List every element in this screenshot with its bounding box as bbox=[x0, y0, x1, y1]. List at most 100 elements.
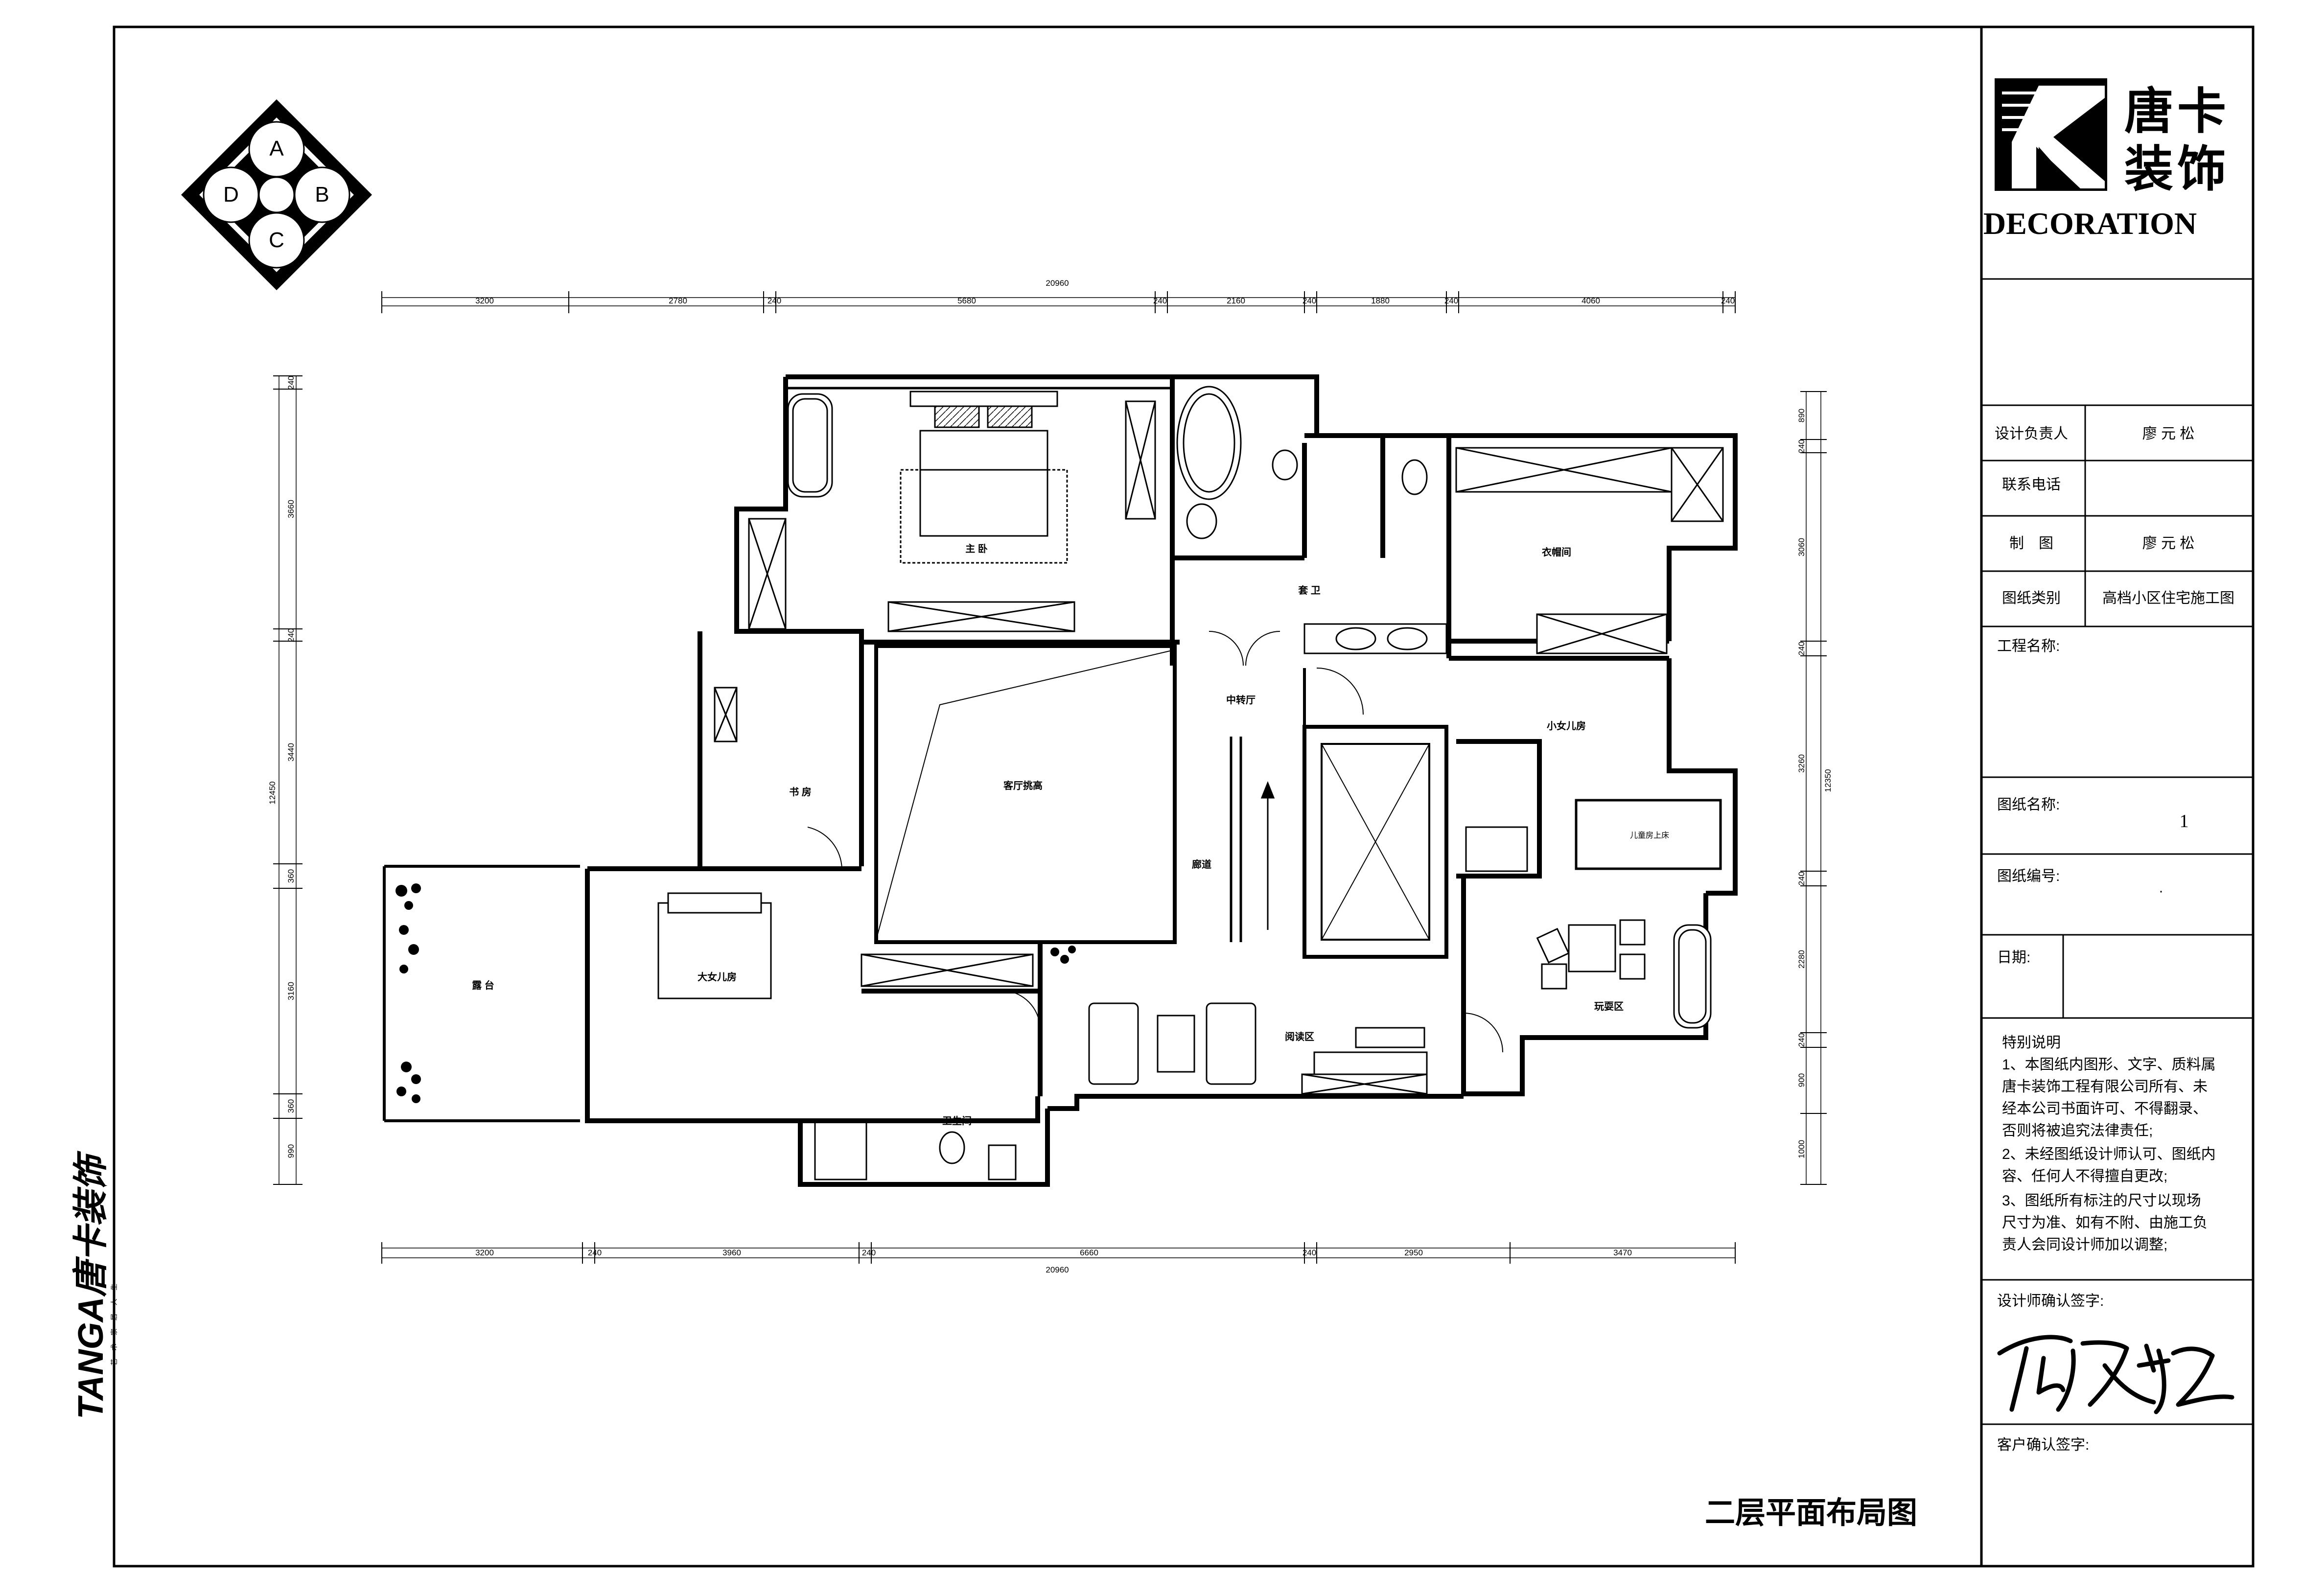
dim-left-4: 3440 bbox=[286, 743, 296, 762]
dim-bottom-2: 240 bbox=[588, 1248, 602, 1257]
compass-label-b: B bbox=[315, 183, 329, 207]
dim-right-3: 3060 bbox=[1797, 538, 1806, 556]
dim-top-9: 240 bbox=[1444, 296, 1458, 305]
designer-label: 设计负责人 bbox=[1995, 426, 2068, 442]
dim-top-8: 1880 bbox=[1371, 296, 1390, 305]
designer-value: 廖 元 松 bbox=[2142, 426, 2195, 442]
dim-right-total: 12350 bbox=[1823, 769, 1833, 792]
dim-top-2: 2780 bbox=[669, 296, 687, 305]
note-line-5: 2、未经图纸设计师认可、图纸内 bbox=[2002, 1146, 2216, 1162]
compass-label-d: D bbox=[223, 183, 239, 207]
category-value: 高档小区住宅施工图 bbox=[2102, 590, 2234, 606]
title-block bbox=[1981, 278, 2253, 1425]
terrace-plants bbox=[395, 883, 1076, 1103]
room-corridor: 廊道 bbox=[1192, 858, 1211, 870]
dim-bottom-5: 6660 bbox=[1080, 1248, 1098, 1257]
dim-top-total: 20960 bbox=[1046, 278, 1069, 288]
dim-top-3: 240 bbox=[768, 296, 781, 305]
drawing-name-label: 图纸名称: bbox=[1997, 797, 2060, 813]
drawing-no-value: · bbox=[2159, 883, 2163, 899]
sheet-border bbox=[113, 25, 2255, 1568]
room-toilet: 卫生间 bbox=[942, 1115, 972, 1127]
drawing-no-label: 图纸编号: bbox=[1997, 868, 2060, 884]
dim-left-1: 240 bbox=[286, 376, 296, 390]
side-brand: TANGA唐卡装饰 艺·术·家·居·人·生 bbox=[71, 1150, 118, 1419]
room-master: 主 卧 bbox=[965, 543, 988, 555]
room-kid-bed: 儿童房上床 bbox=[1630, 831, 1669, 840]
drawn-label: 制 图 bbox=[2009, 535, 2053, 552]
room-transfer: 中转厅 bbox=[1226, 694, 1256, 706]
side-brand-name: TANGA唐卡装饰 bbox=[71, 1150, 111, 1419]
dim-right-2: 240 bbox=[1797, 439, 1806, 453]
dim-bottom-7: 2950 bbox=[1404, 1248, 1423, 1257]
note-line-8: 尺寸为准、如有不附、由施工负 bbox=[2002, 1215, 2208, 1231]
void-roof-lines bbox=[876, 650, 1170, 940]
room-play: 玩耍区 bbox=[1594, 1001, 1624, 1012]
compass-label-a: A bbox=[269, 137, 284, 161]
room-living-high: 客厅挑高 bbox=[1003, 780, 1043, 791]
wardrobes bbox=[714, 400, 1724, 1095]
dim-left-3: 240 bbox=[286, 628, 296, 642]
dim-right-5: 3260 bbox=[1797, 754, 1806, 773]
phone-label: 联系电话 bbox=[2002, 477, 2061, 493]
dim-right-4: 240 bbox=[1797, 642, 1806, 655]
dim-bottom-4: 240 bbox=[862, 1248, 876, 1257]
play-table bbox=[1536, 919, 1646, 990]
note-line-6: 容、任何人不得擅自更改; bbox=[2002, 1168, 2167, 1184]
brand-logo: 唐卡 装饰 DECORATION bbox=[1983, 78, 2230, 241]
logo-word: DECORATION bbox=[1983, 206, 2197, 241]
dim-top-10: 4060 bbox=[1582, 296, 1600, 305]
logo-line1: 唐卡 bbox=[2124, 84, 2230, 139]
category-label: 图纸类别 bbox=[2002, 590, 2061, 606]
project-label: 工程名称: bbox=[1997, 638, 2060, 654]
kid-beds bbox=[657, 799, 1722, 999]
logo-line2: 装饰 bbox=[2124, 142, 2230, 197]
drawing-name-value: 1 bbox=[2180, 811, 2189, 832]
dim-right-9: 900 bbox=[1797, 1073, 1806, 1087]
dim-right-6: 240 bbox=[1797, 872, 1806, 885]
stair-arrow bbox=[1260, 781, 1275, 930]
fixtures bbox=[787, 386, 1712, 1180]
client-sign-label: 客户确认签字: bbox=[1997, 1437, 2089, 1453]
room-small-girl: 小女儿房 bbox=[1547, 720, 1586, 732]
dim-top-1: 3200 bbox=[475, 296, 494, 305]
side-brand-slogan: 艺·术·家·居·人·生 bbox=[110, 1281, 118, 1365]
note-line-1: 1、本图纸内图形、文字、质料属 bbox=[2002, 1057, 2216, 1073]
master-bed bbox=[900, 391, 1068, 564]
dim-top-4: 5680 bbox=[957, 296, 976, 305]
note-line-7: 3、图纸所有标注的尺寸以现场 bbox=[2002, 1193, 2201, 1209]
dim-bottom-total: 20960 bbox=[1046, 1265, 1069, 1274]
room-cloak: 衣帽间 bbox=[1542, 546, 1571, 558]
dim-right-1: 890 bbox=[1797, 409, 1806, 422]
dim-top-7: 240 bbox=[1303, 296, 1316, 305]
room-study: 书 房 bbox=[789, 786, 812, 798]
dim-right-10: 1000 bbox=[1797, 1140, 1806, 1158]
date-label: 日期: bbox=[1997, 949, 2030, 966]
compass-rose: A B C D bbox=[181, 99, 372, 290]
elevator bbox=[1321, 743, 1430, 941]
note-line-4: 否则将被追究法律责任; bbox=[2002, 1123, 2153, 1139]
dim-bottom-6: 240 bbox=[1303, 1248, 1316, 1257]
drawing-title: 二层平面布局图 bbox=[1705, 1496, 1917, 1530]
dim-left-8: 990 bbox=[286, 1144, 296, 1158]
door-swings bbox=[807, 631, 1503, 1053]
dim-left-2: 3660 bbox=[286, 500, 296, 518]
dim-bottom-3: 3960 bbox=[722, 1248, 741, 1257]
dim-top-5: 240 bbox=[1153, 296, 1167, 305]
designer-signature bbox=[1997, 1335, 2234, 1414]
designer-sign-label: 设计师确认签字: bbox=[1997, 1293, 2104, 1309]
note-line-9: 责人会同设计师加以调整; bbox=[2002, 1237, 2167, 1253]
note-line-2: 唐卡装饰工程有限公司所有、未 bbox=[2002, 1079, 2208, 1095]
dim-top-6: 2160 bbox=[1227, 296, 1245, 305]
room-bath-main: 套 卫 bbox=[1298, 584, 1321, 596]
dim-bottom-8: 3470 bbox=[1613, 1248, 1632, 1257]
compass-label-c: C bbox=[269, 228, 284, 252]
room-reading: 阅读区 bbox=[1285, 1031, 1314, 1042]
drawn-value: 廖 元 松 bbox=[2142, 535, 2195, 552]
dim-right-8: 240 bbox=[1797, 1033, 1806, 1047]
dimension-lines bbox=[273, 291, 1827, 1264]
notes-title: 特别说明 bbox=[2002, 1035, 2061, 1051]
dim-bottom-1: 3200 bbox=[475, 1248, 494, 1257]
note-line-3: 经本公司书面许可、不得翻录、 bbox=[2002, 1101, 2208, 1117]
dim-left-5: 360 bbox=[286, 869, 296, 883]
